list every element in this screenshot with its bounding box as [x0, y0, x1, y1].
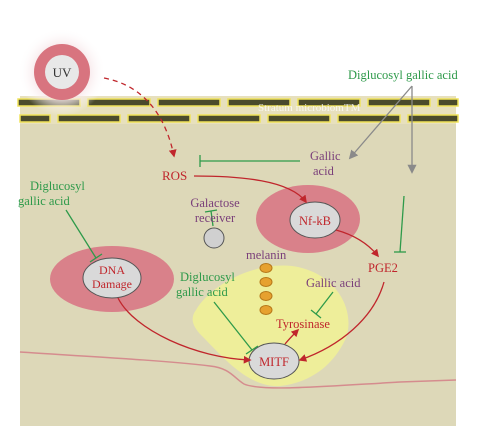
- galactose-label-2: receiver: [195, 211, 236, 225]
- tyrosinase-label: Tyrosinase: [276, 317, 330, 331]
- dna-damage-label-2: Damage: [92, 277, 132, 291]
- gallic-acid-mid-label: Gallic acid: [306, 276, 361, 290]
- dna-damage-label: DNA: [99, 263, 125, 277]
- melanin-label: melanin: [246, 248, 287, 262]
- galactose-receiver-node: [203, 227, 225, 249]
- nfkb-label: Nf-kB: [299, 214, 331, 228]
- galactose-label: Galactose: [190, 196, 240, 210]
- diglucosyl-left-label: Diglucosyl: [30, 179, 85, 193]
- dermis-boundary-line: [19, 351, 457, 389]
- diglucosyl-center-label-2: gallic acid: [176, 285, 228, 299]
- diglucosyl-top-label: Diglucosyl gallic acid: [348, 68, 458, 82]
- mitf-label: MITF: [259, 355, 289, 369]
- uv-to-ros-arrow: [103, 77, 177, 158]
- ros-label: ROS: [162, 168, 187, 183]
- uv-source: UV: [18, 28, 106, 116]
- pge2-label: PGE2: [368, 261, 398, 275]
- diglucosyl-left-label-2: gallic acid: [18, 194, 70, 208]
- inhibition-lines: [65, 155, 406, 355]
- gray-arrows: [348, 85, 417, 174]
- activation-arrows: [117, 175, 385, 364]
- dna-damage-node: [82, 257, 142, 299]
- diglucosyl-center-label: Diglucosyl: [180, 270, 235, 284]
- gallic-acid-top-label-2: acid: [313, 164, 335, 178]
- melanin-granules: [259, 263, 273, 315]
- stratum-band-label: Stratum microbiomTM: [258, 102, 361, 114]
- uv-label: UV: [53, 65, 72, 80]
- nfkb-node: [289, 201, 341, 239]
- gallic-acid-top-label: Gallic: [310, 149, 341, 163]
- stratum-band: Stratum microbiomTM: [17, 96, 459, 124]
